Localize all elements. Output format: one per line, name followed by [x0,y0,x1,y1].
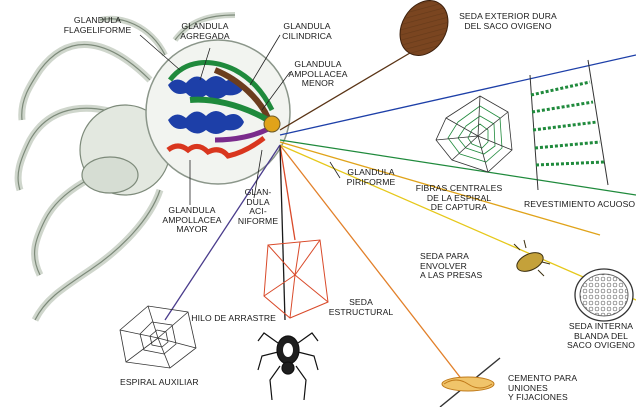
capture-web [436,96,512,172]
wrapped-prey [514,240,550,276]
label-glandula-ampollacea-mayor: GLANDULA AMPOLLACEA MAYOR [156,206,228,235]
label-seda-estructural: SEDA ESTRUCTURAL [326,298,396,317]
label-glandula-piriforme: GLANDULA PIRIFORME [336,168,406,187]
cement-attachment [440,358,500,407]
label-seda-interna: SEDA INTERNA BLANDA DEL SACO OVIGENO [566,322,636,351]
label-glandula-flageliforme: GLANDULA FLAGELIFORME [50,16,145,35]
structural-silk [264,240,328,318]
label-revestimiento: REVESTIMIENTO ACUOSO [524,200,636,210]
label-fibras-centrales: FIBRAS CENTRALES DE LA ESPIRAL DE CAPTUR… [404,184,514,213]
label-glandula-aciniforme: GLAN- DULA ACI- NIFORME [236,188,280,226]
label-espiral-auxiliar: ESPIRAL AUXILIAR [120,378,220,388]
dragline-spider [258,333,318,400]
label-glandula-ampollacea-menor: GLANDULA AMPOLLACEA MENOR [278,60,358,89]
label-seda-exterior: SEDA EXTERIOR DURA DEL SACO OVIGENO [448,12,568,31]
aqueous-coating-threads [530,60,608,190]
spider-illustration [18,15,290,320]
label-glandula-cilindrica: GLANDULA CILINDRICA [272,22,342,41]
label-hilo-arrastre: HILO DE ARRASTRE [176,314,276,324]
egg-sac-outer [390,0,457,64]
label-glandula-agregada: GLANDULA AGREGADA [170,22,240,41]
label-seda-envolver: SEDA PARA ENVOLVER A LAS PRESAS [420,252,510,281]
egg-sac-inner [575,269,633,321]
label-cemento: CEMENTO PARA UNIONES Y FIJACIONES [508,374,598,403]
